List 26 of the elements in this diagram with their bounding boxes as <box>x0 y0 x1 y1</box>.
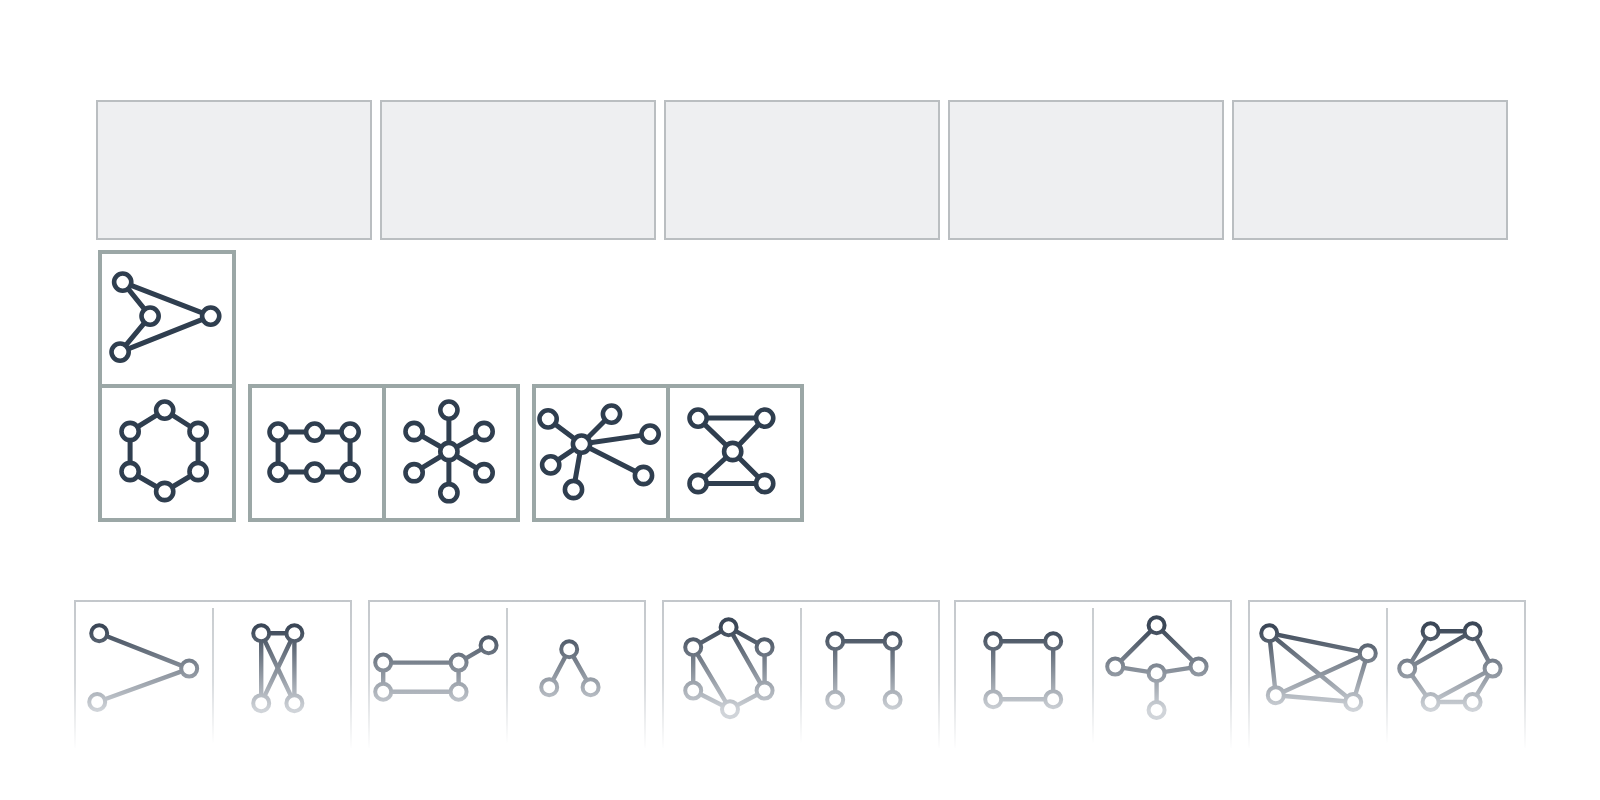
graph-card <box>532 384 670 522</box>
graph-panel <box>74 600 352 748</box>
empty-panel <box>664 100 940 240</box>
graph-icon <box>372 633 501 703</box>
graph-icon <box>823 629 904 711</box>
graph-card <box>248 384 386 522</box>
graph-card <box>666 384 804 522</box>
graph-card <box>98 250 236 388</box>
graph-card <box>98 384 236 522</box>
graph-card <box>382 384 520 522</box>
graph-panel <box>662 600 940 748</box>
graph-icon <box>682 615 777 721</box>
graph-panel <box>368 600 646 748</box>
graph-panel <box>1248 600 1526 748</box>
empty-panel <box>96 100 372 240</box>
graph-icon <box>85 622 201 714</box>
graph-icon <box>249 622 305 715</box>
graph-icon <box>981 629 1064 710</box>
empty-panel <box>948 100 1224 240</box>
graph-panel <box>954 600 1232 748</box>
empty-panel <box>1232 100 1508 240</box>
graph-icon <box>537 637 602 699</box>
graph-icon <box>1257 622 1379 714</box>
graph-icon <box>1104 614 1211 722</box>
graph-icon <box>1395 620 1504 714</box>
empty-panel <box>380 100 656 240</box>
